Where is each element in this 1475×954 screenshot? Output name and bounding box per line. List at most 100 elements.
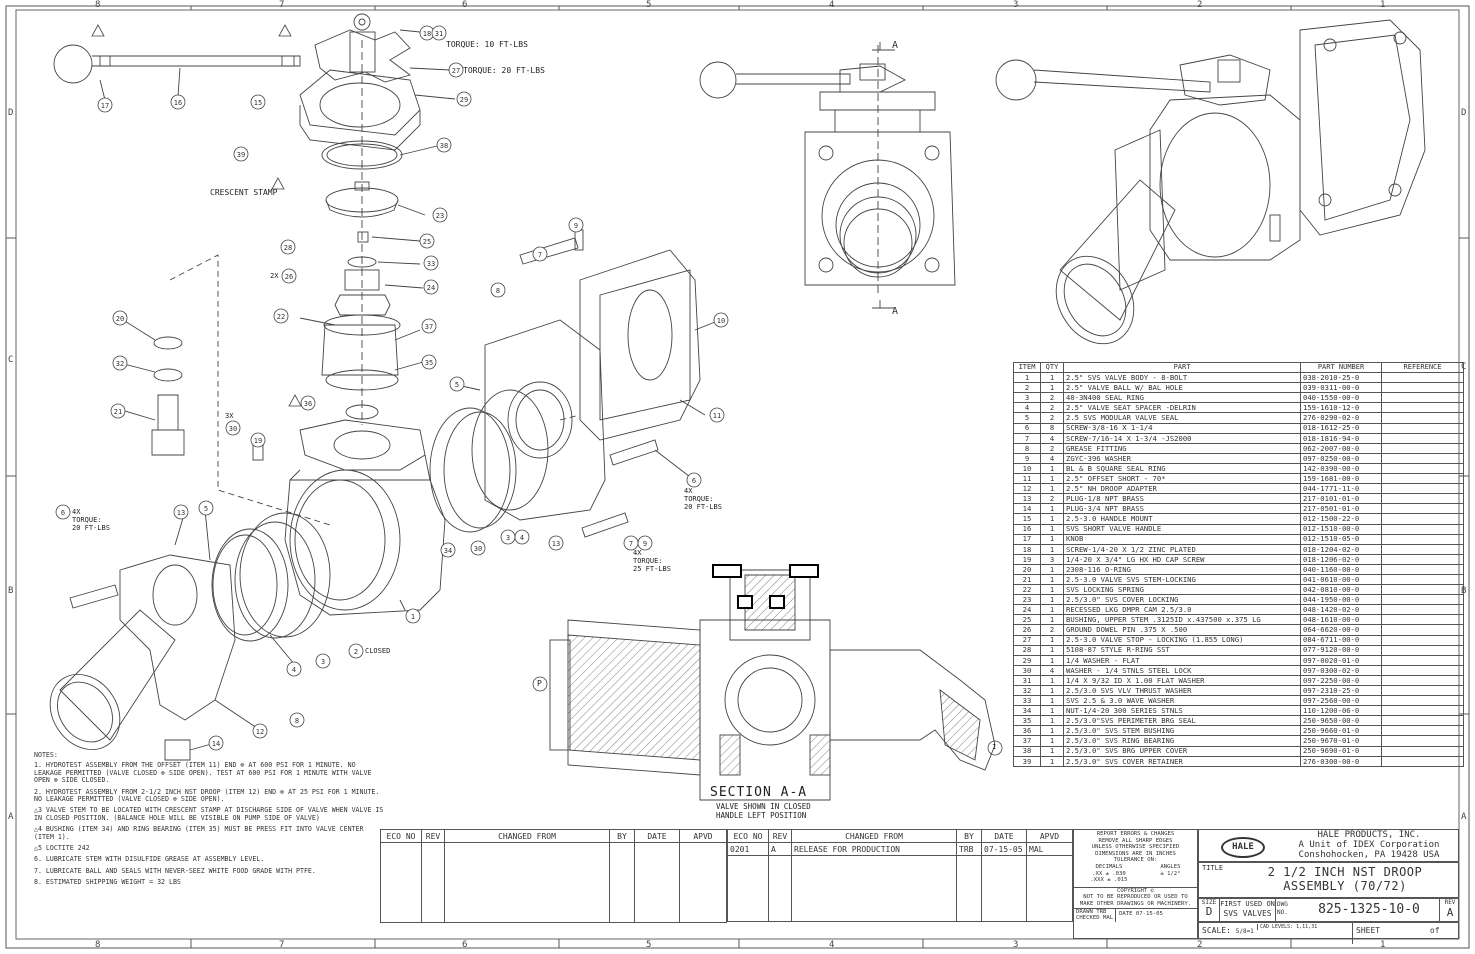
zone-bottom-8: 8 <box>95 940 101 950</box>
svg-text:3: 3 <box>506 534 510 542</box>
item-number: 4 <box>1013 402 1041 414</box>
item-description: GROUND DOWEL PIN .375 X .500 <box>1063 624 1301 636</box>
note-7: 7. LUBRICATE BALL AND SEALS WITH NEVER-S… <box>34 866 316 875</box>
eco-left-col-rev: REV <box>421 829 445 843</box>
item-description: 2.5/3.0 SVS VLV THRUST WASHER <box>1063 684 1301 697</box>
svg-text:11: 11 <box>713 412 721 420</box>
zone-right-a: A <box>1461 812 1467 822</box>
svg-text:39: 39 <box>237 151 245 159</box>
item-part-number: 217-0101-01-0 <box>1300 493 1382 505</box>
item-description: 1/4 X 9/32 ID X 1.00 FLAT WASHER <box>1063 674 1301 687</box>
item-reference <box>1381 594 1464 606</box>
item-description: 1/4-20 X 3/4" LG HX HD CAP SCREW <box>1063 553 1301 565</box>
item-qty: 2 <box>1040 412 1064 424</box>
item-description: SCREW-7/16-14 X 1-3/4 -JS2000 <box>1063 432 1301 444</box>
zone-top-1: 1 <box>1380 0 1386 10</box>
item-part-number: 110-1200-06-0 <box>1300 705 1382 717</box>
item-description: 40-3N400 SEAL RING <box>1063 392 1301 404</box>
zone-bottom-5: 5 <box>646 940 652 950</box>
zone-top-8: 8 <box>95 0 101 10</box>
svg-text:5: 5 <box>204 505 208 513</box>
item-number: 11 <box>1013 473 1041 485</box>
item-part-number: 038-2010-25-0 <box>1300 372 1382 384</box>
item-description: 2.5" NH DROOP ADAPTER <box>1063 483 1301 495</box>
item-qty: 2 <box>1040 493 1064 505</box>
item-qty: 1 <box>1040 533 1064 545</box>
item-part-number: 012-1510-05-0 <box>1300 533 1382 545</box>
dwg-number-block: SIZE D FIRST USED ON SVS VALVES DWG NO. … <box>1198 898 1459 922</box>
col-part: PART <box>1063 361 1301 374</box>
eco-change: RELEASE FOR PRODUCTION <box>791 842 957 856</box>
item-reference <box>1381 705 1464 717</box>
note-8: 8. ESTIMATED SHIPPING WEIGHT = 32 LBS <box>34 878 181 887</box>
zone-top-3: 3 <box>1013 0 1019 10</box>
svg-text:27: 27 <box>452 67 460 75</box>
item-qty: 1 <box>1040 513 1064 525</box>
item-qty: 1 <box>1040 473 1064 485</box>
item-reference <box>1381 725 1464 737</box>
item-part-number: 040-1550-00-0 <box>1300 392 1382 404</box>
svg-text:17: 17 <box>101 102 109 110</box>
item-description: 2.5/3.0"SVS PERIMETER BRG SEAL <box>1063 715 1301 727</box>
item-part-number: 084-6711-00-0 <box>1300 634 1382 646</box>
item-number: 31 <box>1013 674 1041 687</box>
item-description: 2.5-3.0 HANDLE MOUNT <box>1063 513 1301 525</box>
item-reference <box>1381 674 1464 687</box>
item-qty: 1 <box>1040 674 1064 687</box>
item-part-number: 062-2007-00-0 <box>1300 442 1382 454</box>
front-view <box>699 42 956 309</box>
svg-text:37: 37 <box>425 323 433 331</box>
item-qty: 1 <box>1040 604 1064 616</box>
item-description: SVS 2.5 & 3.0 WAVE WASHER <box>1063 695 1301 707</box>
sheet-label: SHEET <box>1356 926 1381 935</box>
item-description: 2.5/3.0" SVS STEM BUSHING <box>1063 725 1301 737</box>
item-qty: 4 <box>1040 432 1064 444</box>
svg-text:29: 29 <box>460 96 468 104</box>
svg-text:36: 36 <box>304 400 312 408</box>
item-reference <box>1381 473 1464 485</box>
item-balloons <box>55 25 1003 756</box>
notes-block: NOTES: 1. HYDROTEST ASSEMBLY FROM THE OF… <box>34 751 384 891</box>
item-description: 2.5" OFFSET SHORT - 70* <box>1063 473 1301 485</box>
item-number: 36 <box>1013 725 1041 737</box>
item-number: 21 <box>1013 573 1041 586</box>
dwg-no-label: DWG NO. <box>1277 901 1288 916</box>
item-qty: 1 <box>1040 382 1064 394</box>
item-number: 17 <box>1013 533 1041 545</box>
item-part-number: 077-9120-00-0 <box>1300 644 1382 656</box>
svg-text:12: 12 <box>256 728 264 736</box>
item-part-number: 097-0300-02-0 <box>1300 664 1382 676</box>
svg-text:24: 24 <box>427 284 435 292</box>
notes-heading: NOTES: <box>34 751 58 759</box>
svg-text:16: 16 <box>174 99 182 107</box>
item-part-number: 018-1612-25-0 <box>1300 422 1382 434</box>
qty-3x-label: 3X <box>225 412 234 420</box>
item-part-number: 040-1160-00-0 <box>1300 563 1382 575</box>
zone-right-c: C <box>1461 362 1467 372</box>
eco-right-col-eco: ECO NO <box>727 829 769 843</box>
item-part-number: 250-9650-00-0 <box>1300 715 1382 727</box>
eco-release-row: 0201 A RELEASE FOR PRODUCTION TRB 07-15-… <box>727 842 1073 856</box>
svg-text:28: 28 <box>284 244 292 252</box>
title-label: TITLE <box>1202 864 1224 872</box>
svg-text:23: 23 <box>436 212 444 220</box>
item-reference <box>1381 493 1464 505</box>
item-description: 2.5" SVS VALVE BODY - 8-BOLT <box>1063 372 1301 384</box>
svg-text:7: 7 <box>538 251 542 259</box>
zone-top-4: 4 <box>829 0 835 10</box>
item-reference <box>1381 584 1464 596</box>
item-part-number: 097-2560-00-0 <box>1300 695 1382 707</box>
item-number: 14 <box>1013 503 1041 515</box>
item-description: BUSHING, UPPER STEM .3125ID x.437500 x.3… <box>1063 614 1301 626</box>
item-number: 29 <box>1013 654 1041 666</box>
title-block: TITLE 2 1/2 INCH NST DROOP ASSEMBLY (70/… <box>1198 862 1459 898</box>
item-part-number: 276-0290-02-0 <box>1300 412 1382 424</box>
